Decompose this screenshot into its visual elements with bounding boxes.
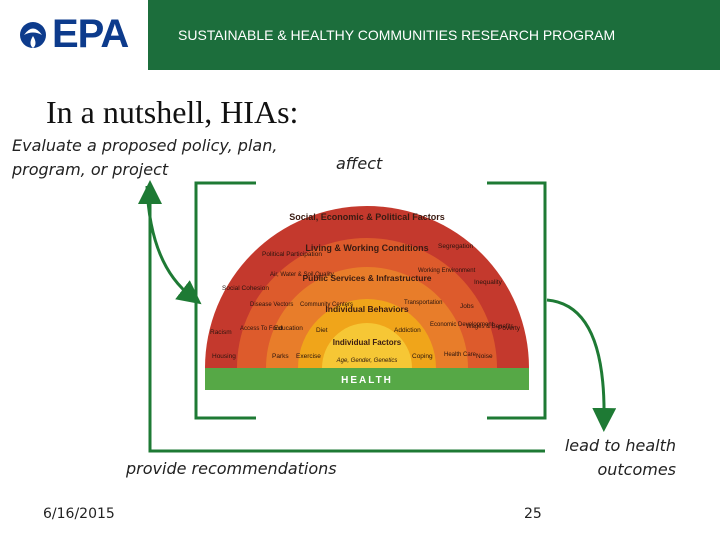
provide-text: provide recommendations bbox=[126, 459, 337, 478]
label-inequality: Inequality bbox=[474, 279, 503, 286]
label-racism: Racism bbox=[210, 329, 232, 336]
label-noise: Noise bbox=[476, 353, 493, 360]
label-economic-development: Economic Development bbox=[430, 322, 494, 328]
label-transportation: Transportation bbox=[404, 300, 442, 306]
arrow-to-diagram bbox=[145, 185, 202, 305]
health-label: HEALTH bbox=[341, 375, 393, 386]
slide-title: In a nutshell, HIAs: bbox=[46, 94, 299, 130]
label-age-gender-genetics: Age, Gender, Genetics bbox=[336, 358, 398, 364]
label-education: Education bbox=[274, 325, 303, 332]
label-parks: Parks bbox=[272, 353, 289, 360]
label-community-centers: Community Centers bbox=[300, 302, 353, 308]
label-wages-benefits: Wages & Benefits bbox=[466, 324, 513, 330]
band-label-3: Public Services & Infrastructure bbox=[303, 273, 432, 283]
arrow-recommendations bbox=[138, 180, 196, 453]
label-segregation: Segregation bbox=[438, 243, 473, 250]
label-political-participation: Political Participation bbox=[262, 251, 322, 258]
label-housing: Housing bbox=[212, 353, 236, 360]
label-air-water-soil: Air, Water & Soil Quality bbox=[270, 272, 334, 278]
band-label-2: Living & Working Conditions bbox=[305, 243, 428, 253]
ring-individual-factors bbox=[322, 323, 412, 368]
label-exercise: Exercise bbox=[296, 353, 321, 360]
band-label-5: Individual Factors bbox=[333, 338, 402, 347]
page-number: 25 bbox=[524, 506, 542, 522]
label-jobs: Jobs bbox=[460, 303, 474, 310]
label-disease-vectors: Disease Vectors bbox=[250, 302, 293, 308]
slide-date: 6/16/2015 bbox=[43, 506, 115, 522]
label-poverty: Poverty bbox=[498, 325, 521, 332]
epa-logo-text: EPA bbox=[52, 12, 129, 56]
epa-logo: EPA bbox=[0, 0, 148, 70]
label-addiction: Addiction bbox=[394, 327, 421, 334]
band-label-4: Individual Behaviors bbox=[325, 304, 408, 314]
label-coping: Coping bbox=[412, 353, 433, 360]
evaluate-text: Evaluate a proposed policy, plan, progra… bbox=[12, 136, 278, 179]
affect-text: affect bbox=[336, 154, 383, 173]
label-working-environment: Working Environment bbox=[418, 268, 476, 274]
label-diet: Diet bbox=[316, 327, 328, 334]
label-social-cohesion: Social Cohesion bbox=[222, 285, 269, 292]
program-title: SUSTAINABLE & HEALTHY COMMUNITIES RESEAR… bbox=[178, 27, 616, 43]
health-base bbox=[205, 368, 529, 390]
lead-text: lead to health outcomes bbox=[564, 436, 676, 479]
header-bar: EPA SUSTAINABLE & HEALTHY COMMUNITIES RE… bbox=[0, 0, 720, 70]
label-health-care: Health Care bbox=[444, 352, 477, 358]
label-access-to-food: Access To Food bbox=[240, 326, 283, 332]
arrow-to-outcomes bbox=[546, 298, 617, 432]
band-label-1: Social, Economic & Political Factors bbox=[289, 212, 445, 222]
epa-seal-icon bbox=[20, 22, 46, 48]
right-bracket bbox=[487, 181, 547, 420]
